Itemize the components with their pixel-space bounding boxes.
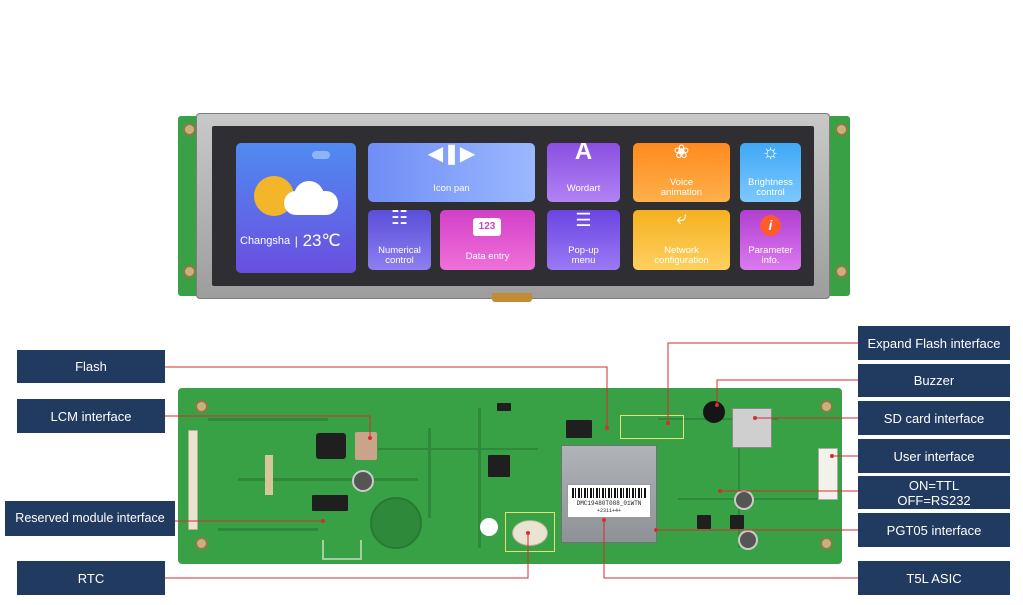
connector [497, 403, 511, 411]
ttl-label: ON=TTL [908, 477, 960, 493]
cloud-icon [294, 181, 324, 211]
tile-brightness-control[interactable]: ☼ Brightness control [740, 143, 801, 202]
t5l-asic: DMC19480T088_01WTN +2311+4+ [561, 445, 657, 543]
mcu-chip [488, 455, 510, 477]
callout-rtc: RTC [17, 561, 165, 595]
asic-marking-2: +2311+4+ [596, 508, 621, 514]
tile-icon-pan[interactable]: ◀❚▶ Icon pan [368, 143, 535, 202]
expand-flash-footprint [620, 415, 684, 439]
mount-hole [183, 265, 196, 278]
callout-user-interface: User interface [858, 439, 1010, 473]
callout-flash: Flash [17, 350, 165, 383]
mount-hole [820, 537, 833, 550]
capacitor [738, 530, 758, 550]
tile-label: Numerical control [378, 245, 421, 266]
asic-marking: DMC19480T088_01WTN [576, 500, 642, 507]
tile-label: Data entry [465, 251, 510, 262]
tile-label: Voice animation [660, 177, 703, 198]
asic-label: DMC19480T088_01WTN +2311+4+ [567, 484, 651, 518]
pad-array [265, 455, 273, 495]
rs232-label: OFF=RS232 [897, 492, 971, 508]
mount-hole [820, 400, 833, 413]
lcm-connector [188, 430, 198, 530]
chip [312, 495, 348, 511]
tile-parameter-info[interactable]: i Parameter info. [740, 210, 801, 270]
sd-card-slot [732, 408, 772, 448]
mount-hole [195, 400, 208, 413]
battery-holder [370, 497, 422, 549]
pcb-board-back [178, 388, 842, 564]
callout-expand-flash-interface: Expand Flash interface [858, 326, 1010, 360]
keypad-icon: 123 [473, 218, 501, 236]
chip [730, 515, 744, 529]
capacitor [352, 470, 374, 492]
wifi-icon: ⤶ [676, 210, 687, 229]
film-reel-icon: ❀ [673, 143, 690, 163]
callout-sd-card-interface: SD card interface [858, 401, 1010, 435]
tile-voice-animation[interactable]: ❀ Voice animation [633, 143, 730, 202]
cloud-icon [312, 151, 330, 159]
info-icon: i [760, 215, 781, 236]
weather-separator: | [294, 234, 298, 248]
tile-wordart[interactable]: A Wordart [547, 143, 620, 202]
tile-label: Brightness control [748, 177, 793, 198]
callout-buzzer: Buzzer [858, 364, 1010, 397]
weather-temperature: 23℃ [302, 231, 341, 250]
tile-data-entry[interactable]: 123 Data entry [440, 210, 535, 270]
inductor [316, 433, 346, 459]
tile-label: Pop-up menu [568, 245, 599, 266]
buzzer [703, 401, 725, 423]
tile-numerical-control[interactable]: ☷ Numerical control [368, 210, 431, 270]
weather-tile[interactable]: Changsha | 23℃ [236, 143, 356, 273]
tile-popup-menu[interactable]: ☰ Pop-up menu [547, 210, 620, 270]
callout-ttl-rs232: ON=TTL OFF=RS232 [858, 476, 1010, 509]
flash-chip [566, 420, 592, 438]
sliders-icon: ☷ [390, 210, 409, 229]
tile-label: Parameter info. [748, 245, 793, 266]
menu-list-icon: ☰ [575, 210, 592, 230]
mount-hole [835, 123, 848, 136]
rtc-crystal [480, 518, 498, 536]
fpc-cable [492, 293, 532, 302]
tile-label: Network configuration [654, 245, 709, 266]
chip [697, 515, 711, 529]
rtc-footprint [505, 512, 555, 552]
callout-pgt05-interface: PGT05 interface [858, 513, 1010, 547]
mount-hole [195, 537, 208, 550]
weather-city: Changsha [240, 235, 291, 247]
callout-lcm-interface: LCM interface [17, 399, 165, 433]
mount-hole [835, 265, 848, 278]
callout-reserved-module-interface: Reserved module interface [5, 501, 175, 536]
tile-label: Icon pan [433, 183, 470, 194]
mount-hole [183, 123, 196, 136]
callout-t5l-asic: T5L ASIC [858, 561, 1010, 595]
antenna-trace [322, 540, 362, 560]
tile-label: Wordart [566, 183, 601, 194]
tile-network-configuration[interactable]: ⤶ Network configuration [633, 210, 730, 270]
barcode [572, 488, 646, 498]
user-interface-connector [818, 448, 838, 500]
